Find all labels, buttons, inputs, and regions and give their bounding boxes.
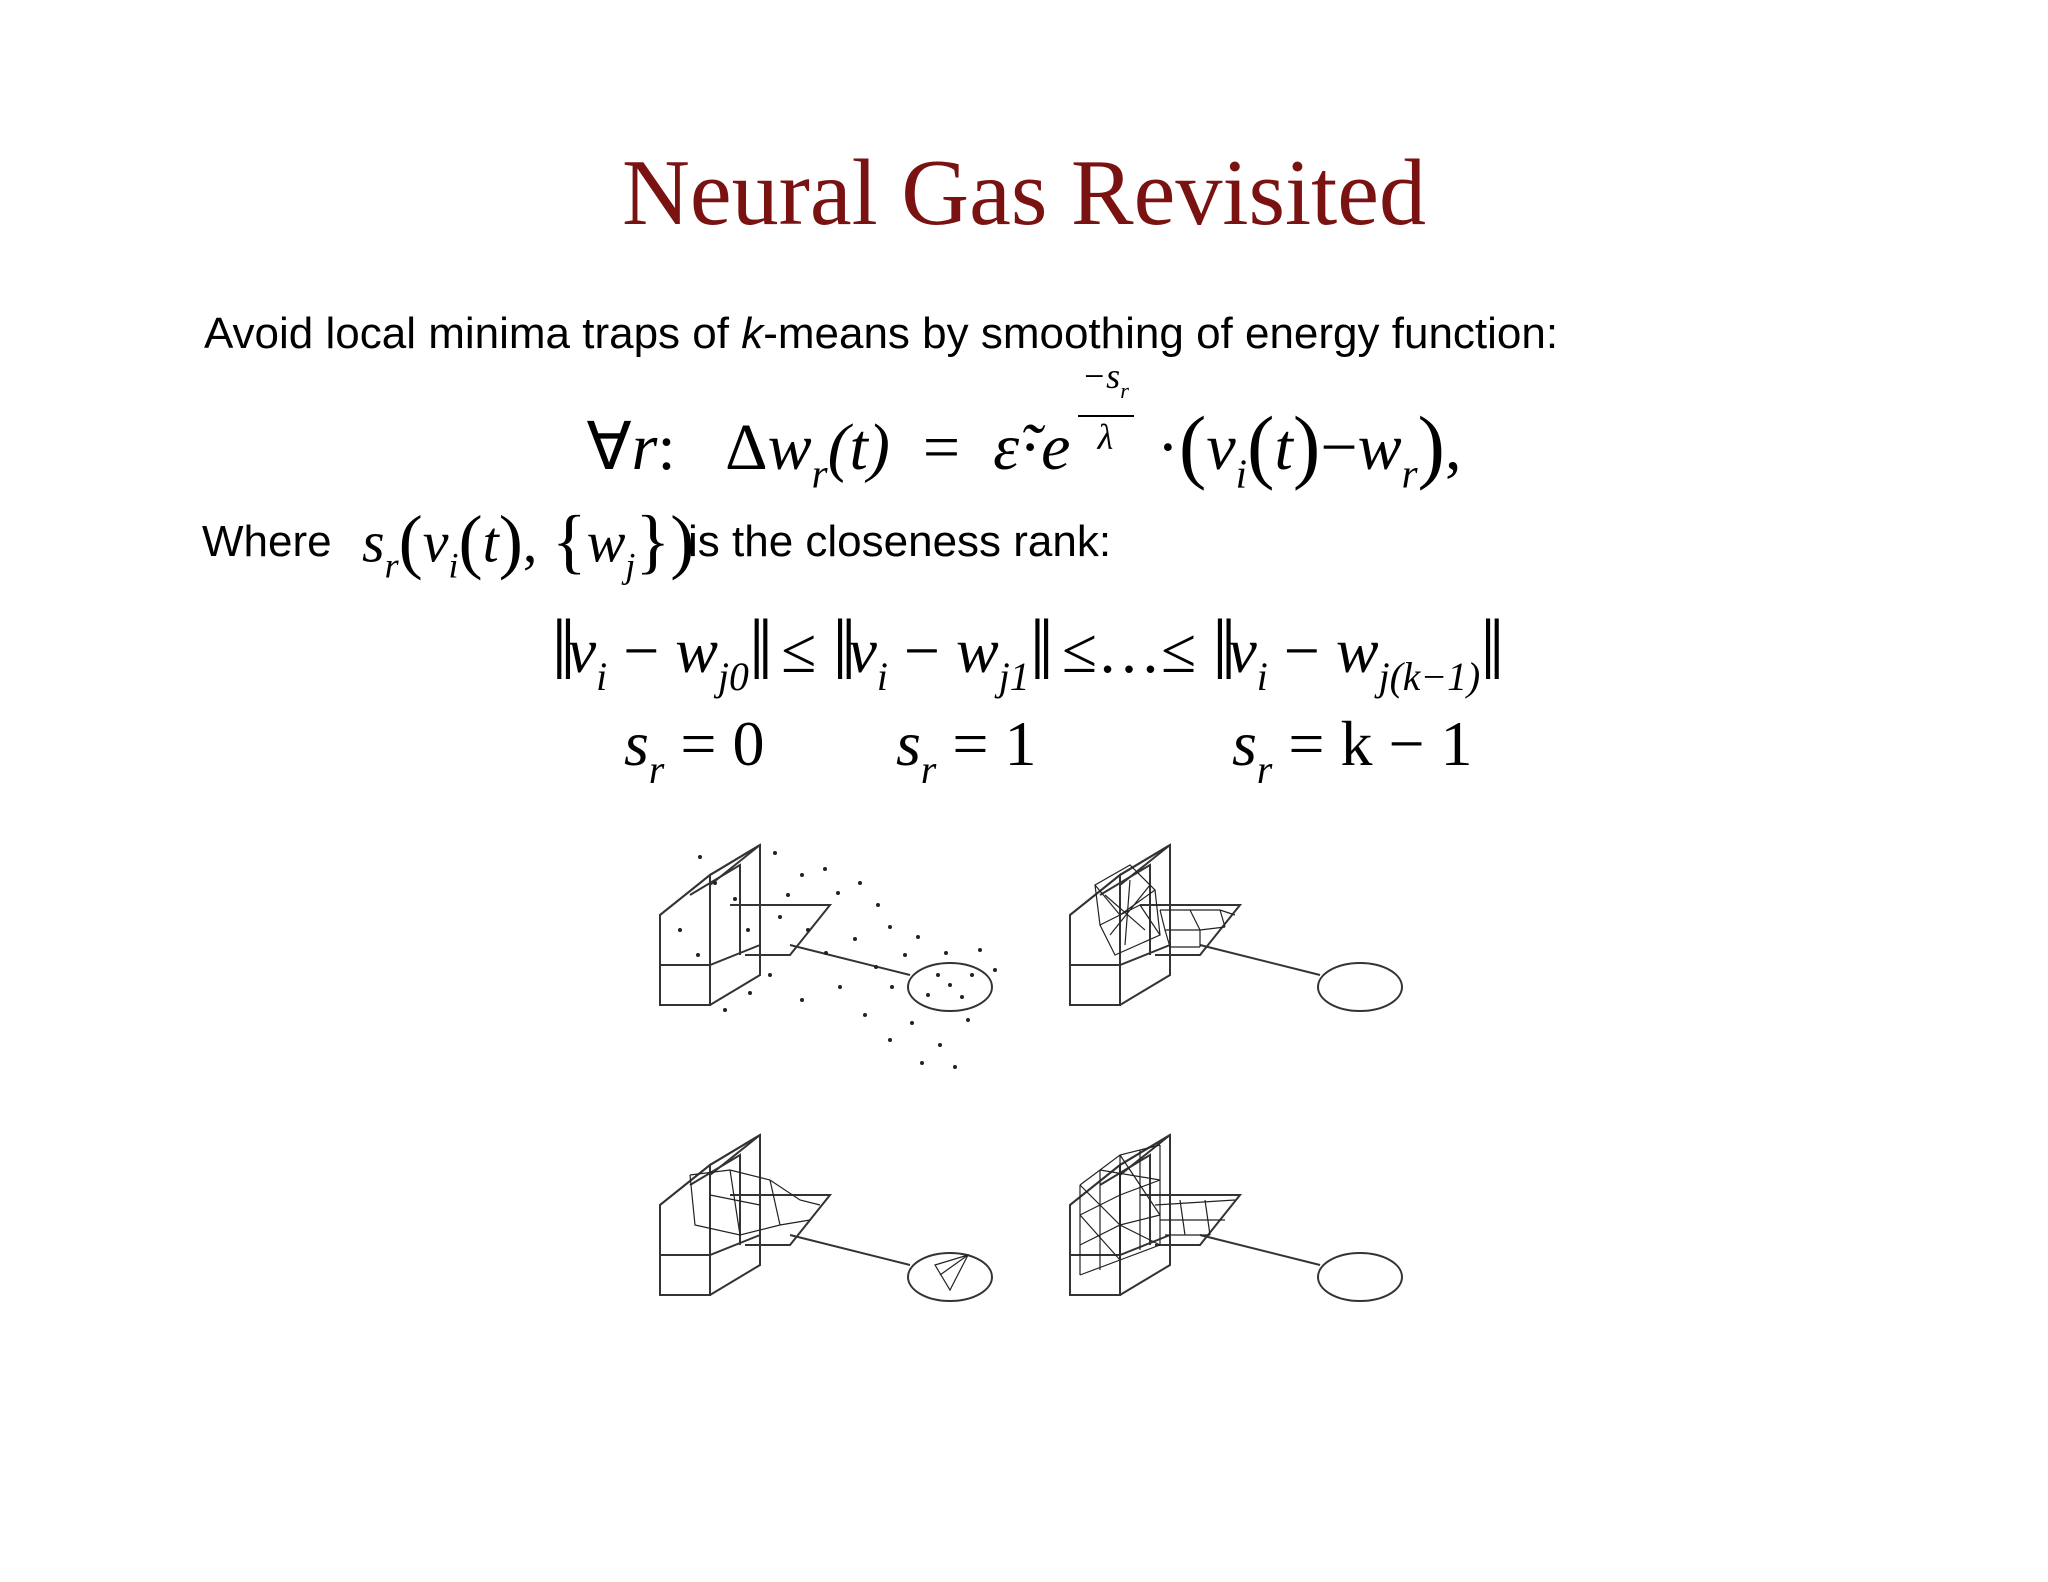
norm-bar: ‖ (748, 602, 773, 698)
dot-operator-2: · (1156, 410, 1179, 484)
exp-num-sub: r (1120, 377, 1129, 403)
sub-r: r (920, 747, 937, 792)
exp-num-text: −s (1081, 355, 1121, 396)
norm-bar: ‖ (832, 602, 856, 698)
sub-r: r (384, 545, 399, 586)
var-v: v (422, 509, 449, 575)
panel-network-final (1069, 1134, 1403, 1302)
ordering-inequality: ‖vi − wj0‖ ≤ ‖vi − wj1‖ ≤…≤ ‖vi − wj(k−1… (0, 600, 2048, 727)
var-t: t (482, 509, 499, 575)
sub-r-2: r (1401, 451, 1418, 497)
leq-sign: ≤ (1061, 615, 1097, 687)
sub-i: i (876, 654, 888, 699)
var-w: w (675, 615, 718, 687)
rank-value: = k − 1 (1288, 708, 1473, 779)
brace-open: { (551, 500, 587, 581)
var-r: r (631, 410, 658, 484)
norm-bar: ‖ (1029, 602, 1054, 698)
paren: ( (398, 500, 423, 581)
close-paren-t: ) (1292, 399, 1321, 491)
var-w-2: w (1357, 410, 1402, 484)
sub-i: i (1235, 451, 1248, 497)
rank-value: = 0 (680, 708, 765, 779)
var-w: w (767, 410, 812, 484)
rank-one: sr = 1 (896, 704, 1036, 810)
colon: : (657, 410, 676, 484)
exponent-numerator: −sr (1070, 356, 1140, 411)
close-paren: ) (1417, 399, 1446, 491)
rank-zero: sr = 0 (624, 704, 764, 810)
minus: − (623, 615, 660, 687)
intro-text: Avoid local minima traps of k-means by s… (204, 308, 1558, 360)
var-v: v (1228, 615, 1257, 687)
rank-value: = 1 (952, 708, 1037, 779)
paren-t-open: ( (458, 500, 483, 581)
brace-close: } (635, 500, 671, 581)
exponent-denominator: λ (1097, 416, 1114, 457)
slide-title: Neural Gas Revisited (621, 141, 1426, 245)
var-w: w (586, 509, 626, 575)
rank-k-minus-one: sr = k − 1 (1232, 704, 1473, 810)
var-e: e (1041, 410, 1071, 484)
norm-bar: ‖ (1480, 602, 1504, 698)
var-s: s (896, 708, 921, 779)
open-paren-t: ( (1247, 399, 1275, 491)
var-v: v (848, 615, 877, 687)
sub-i: i (596, 654, 608, 699)
norm-bar: ‖ (551, 602, 575, 698)
dot-operator: · (1019, 410, 1042, 484)
panel-network-adapted (1069, 844, 1403, 1012)
minus-sign: − (1320, 410, 1358, 484)
fraction-bar (1078, 414, 1135, 417)
sub-j: j (625, 545, 636, 586)
intro-k: k (741, 309, 764, 358)
sub-r: r (811, 451, 828, 497)
leq-sign: ≤ (781, 615, 817, 687)
sub-r: r (648, 747, 665, 792)
var-t: t (1274, 410, 1293, 484)
var-w: w (956, 615, 999, 687)
delta-symbol: Δ (725, 410, 768, 484)
sub-j1: j1 (998, 654, 1030, 699)
sub-j0: j0 (717, 654, 749, 699)
sub-r: r (1256, 747, 1273, 792)
sub-i: i (448, 545, 459, 586)
minus: − (1283, 615, 1320, 687)
open-paren: ( (1178, 399, 1207, 491)
neural-gas-illustrations (659, 844, 1403, 1302)
var-v: v (1206, 410, 1236, 484)
where-label: Where (202, 517, 332, 566)
paren-close: ) (670, 500, 695, 581)
var-s: s (624, 708, 649, 779)
var-s: s (1232, 708, 1257, 779)
sub-jk: j(k−1) (1378, 654, 1481, 699)
var-v: v (567, 615, 597, 687)
arg-t: (t) (827, 410, 890, 484)
intro-before: Avoid local minima traps of (204, 309, 742, 358)
ellipsis: … (1096, 615, 1161, 687)
equals-sign: = (922, 410, 961, 484)
panel-data-points (659, 844, 997, 1069)
closeness-rank-expression: sr(vi(t), {wj}) (362, 504, 694, 602)
trailing-comma: , (1445, 410, 1462, 484)
norm-bar: ‖ (1212, 602, 1236, 698)
minus: − (903, 615, 941, 687)
forall-symbol: ∀ (586, 410, 632, 484)
intro-after: -means by smoothing of energy function: (763, 309, 1559, 358)
var-s: s (362, 509, 385, 575)
sub-i: i (1256, 654, 1268, 699)
panel-network-partial (659, 1134, 993, 1302)
var-w: w (1335, 615, 1379, 687)
paren-t-close: ) (498, 500, 523, 581)
where-tail: is the closeness rank: (688, 517, 1112, 566)
leq-sign: ≤ (1160, 615, 1197, 687)
epsilon-tilde: ε̃ (993, 410, 1020, 484)
comma: , (522, 509, 538, 575)
